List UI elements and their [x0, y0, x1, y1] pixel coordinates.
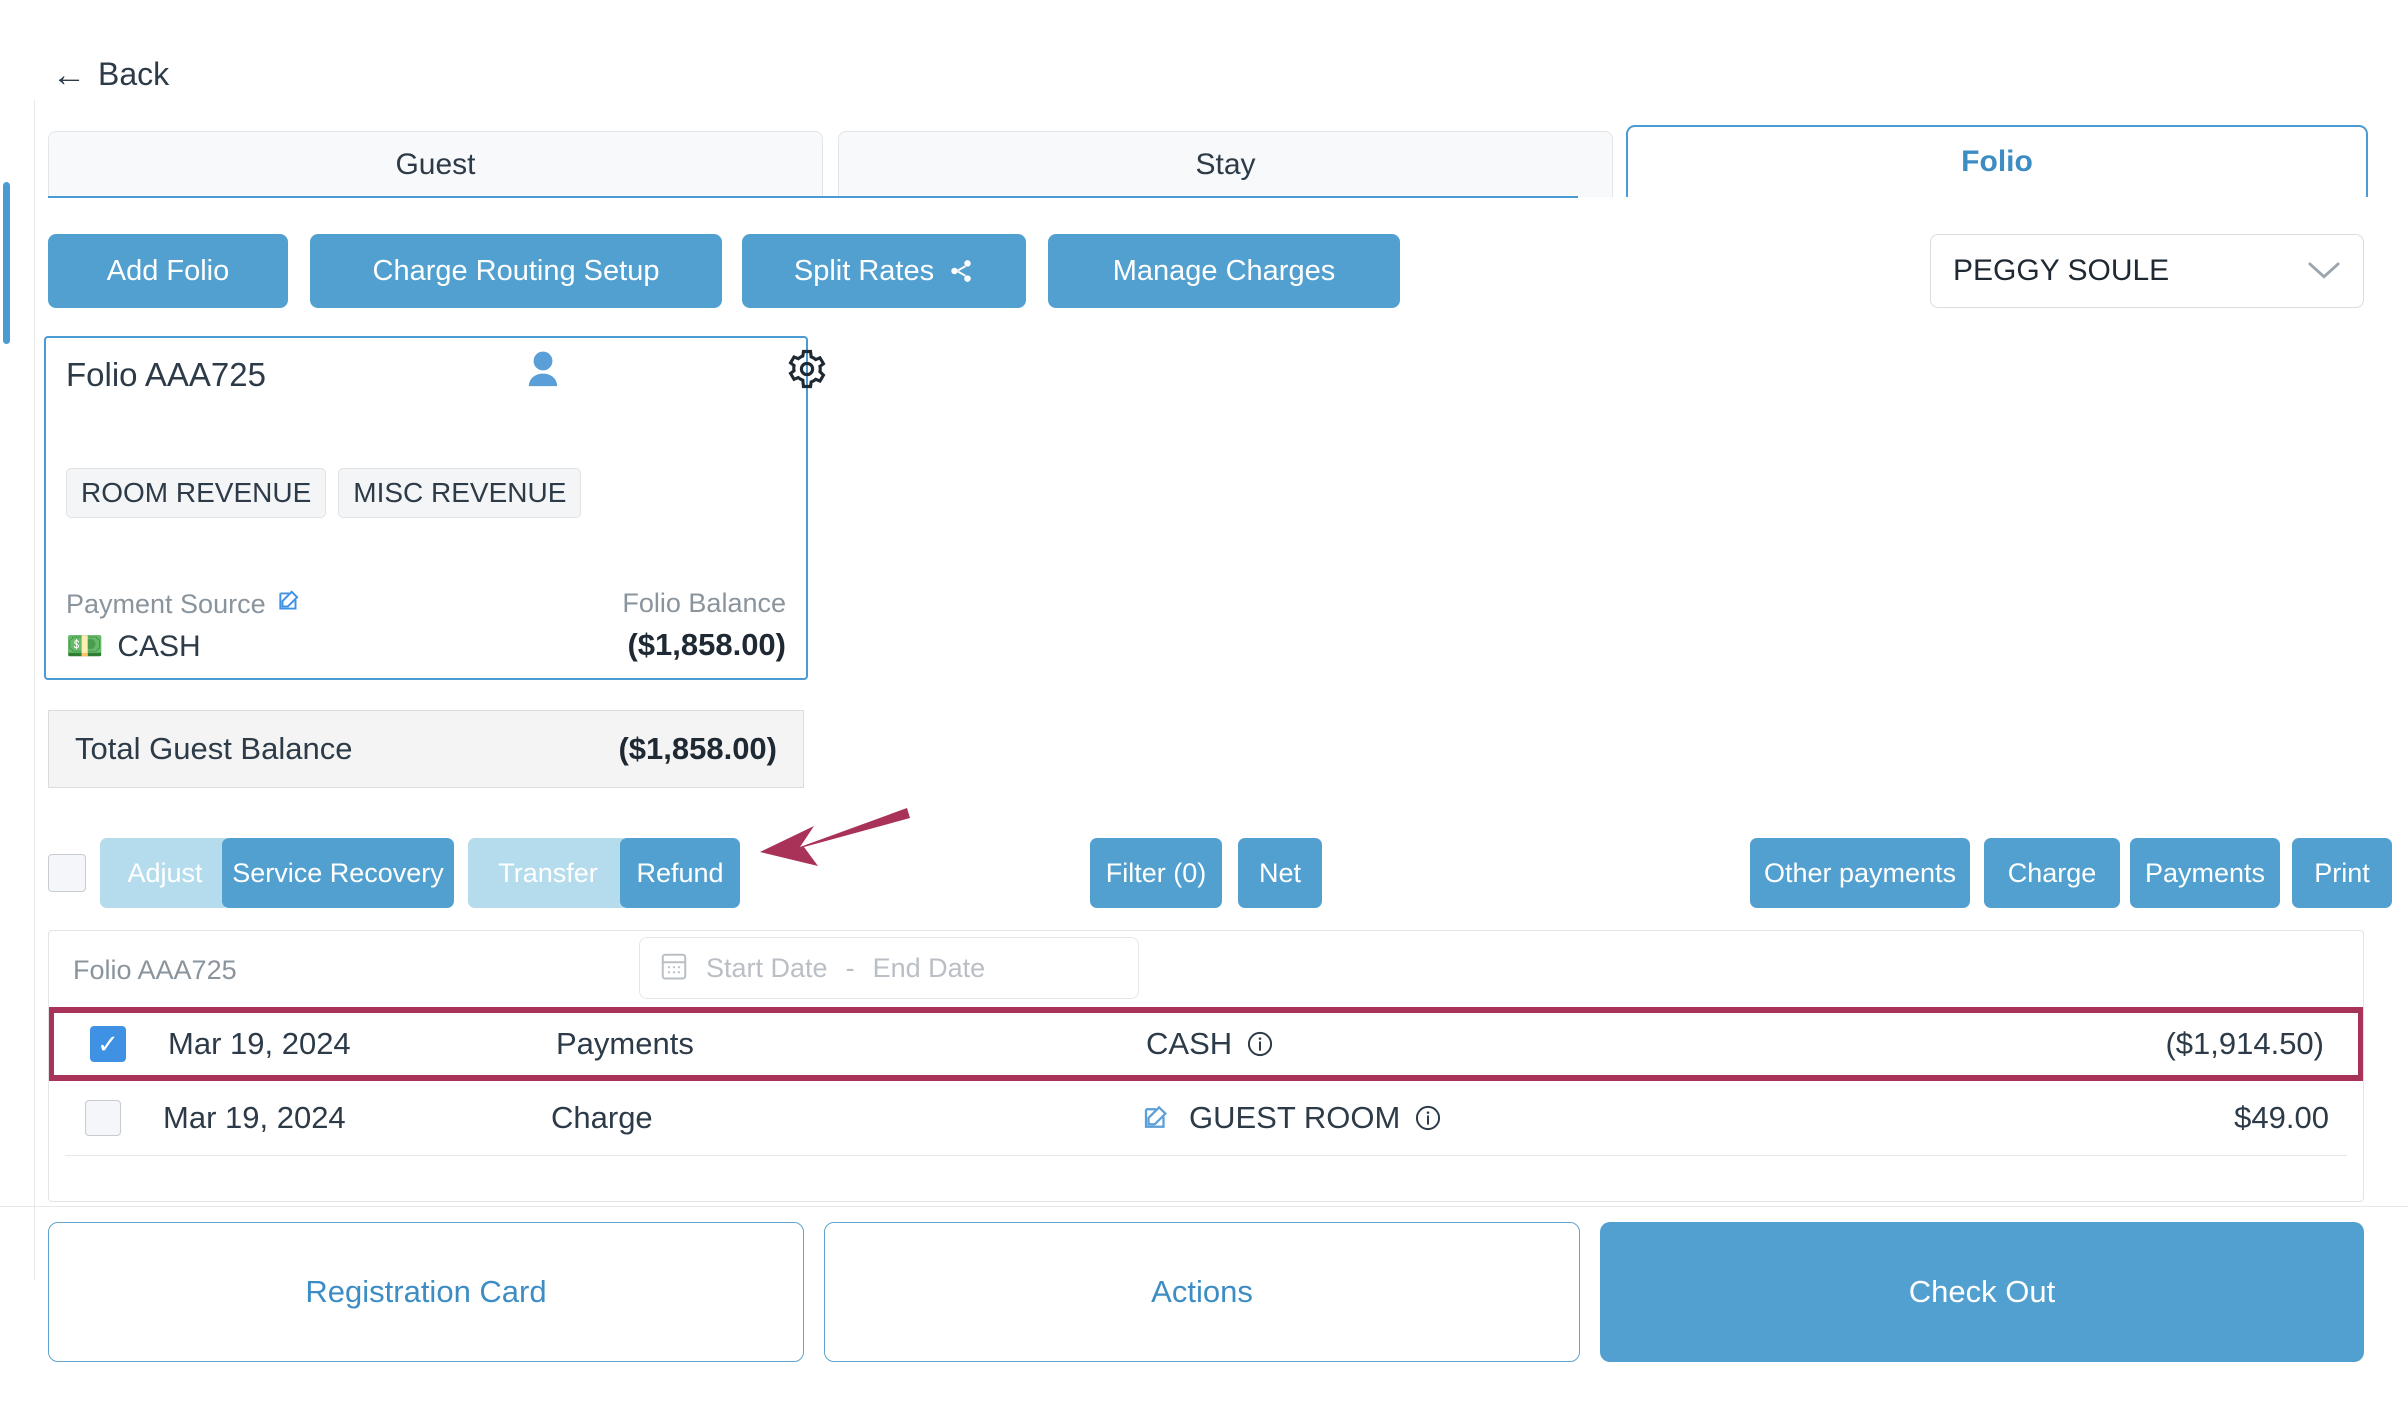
folio-revenue-tags: ROOM REVENUE MISC REVENUE: [66, 468, 582, 518]
row-date: Mar 19, 2024: [168, 1026, 351, 1061]
net-button[interactable]: Net: [1238, 838, 1322, 908]
table-row[interactable]: Mar 19, 2024 Charge GUEST ROOM: [49, 1081, 2363, 1155]
row-checkbox-wrap: [49, 1100, 121, 1136]
payment-source-block: Payment Source 💵 CASH: [66, 588, 302, 664]
total-guest-balance: Total Guest Balance ($1,858.00): [48, 710, 804, 788]
edit-pencil-icon[interactable]: [1141, 1103, 1171, 1133]
folio-card-header: Folio AAA725: [46, 338, 826, 418]
table-header: Folio AAA725 Start Date -: [49, 931, 2363, 1007]
row-date: Mar 19, 2024: [163, 1100, 346, 1135]
date-separator: -: [845, 952, 855, 983]
end-date-input[interactable]: End Date: [872, 952, 986, 983]
chevron-down-icon: [2308, 262, 2340, 279]
row-type: Payments: [556, 1026, 694, 1061]
select-all-checkbox[interactable]: [48, 854, 86, 892]
row-checkbox[interactable]: [90, 1026, 126, 1062]
tab-stay[interactable]: Stay: [838, 131, 1613, 197]
tag-misc-revenue[interactable]: MISC REVENUE: [338, 468, 582, 518]
tab-guest-label: Guest: [395, 147, 476, 181]
left-divider: [34, 100, 35, 1280]
charge-button[interactable]: Charge: [1984, 838, 2120, 908]
tab-folio[interactable]: Folio: [1626, 125, 2368, 197]
payment-source-label-row: Payment Source: [66, 588, 302, 621]
actions-button[interactable]: Actions: [824, 1222, 1580, 1362]
row-source-cell: CASH: [1146, 1026, 1998, 1062]
folio-balance-block: Folio Balance ($1,858.00): [622, 588, 786, 663]
split-rates-label: Split Rates: [793, 254, 935, 287]
split-rates-button[interactable]: Split Rates: [742, 234, 1026, 308]
add-folio-button[interactable]: Add Folio: [48, 234, 288, 308]
row-checkbox-wrap: [54, 1026, 126, 1062]
transfer-button[interactable]: Transfer: [468, 838, 628, 908]
back-label: Back: [98, 56, 170, 92]
payment-source-label: Payment Source: [66, 589, 266, 619]
total-guest-balance-value: ($1,858.00): [618, 731, 777, 766]
back-button[interactable]: ← Back: [52, 56, 169, 93]
table-row[interactable]: Mar 19, 2024 Payments CASH ($1,914.50): [49, 1007, 2363, 1081]
tab-guest[interactable]: Guest: [48, 131, 823, 197]
total-guest-balance-label: Total Guest Balance: [75, 731, 353, 766]
payments-button[interactable]: Payments: [2130, 838, 2280, 908]
folio-card-title: Folio AAA725: [66, 356, 266, 393]
refund-button[interactable]: Refund: [620, 838, 740, 908]
payment-source-value: CASH: [117, 629, 201, 663]
guest-select[interactable]: PEGGY SOULE: [1930, 234, 2364, 308]
gear-icon[interactable]: [786, 348, 828, 395]
other-payments-button[interactable]: Other payments: [1750, 838, 1970, 908]
row-checkbox[interactable]: [85, 1100, 121, 1136]
footer-divider: [0, 1206, 2408, 1207]
charge-routing-setup-button[interactable]: Charge Routing Setup: [310, 234, 722, 308]
info-icon[interactable]: [1246, 1030, 1274, 1058]
share-icon: [951, 260, 971, 282]
transactions-table: Folio AAA725 Start Date -: [48, 930, 2364, 1202]
print-button[interactable]: Print: [2292, 838, 2392, 908]
tab-underline: [48, 196, 1578, 198]
row-amount: ($1,914.50): [2165, 1026, 2324, 1061]
payment-source-value-row: 💵 CASH: [66, 629, 302, 664]
registration-card-button[interactable]: Registration Card: [48, 1222, 804, 1362]
row-divider: [65, 1155, 2347, 1156]
tab-folio-label: Folio: [1961, 145, 2033, 178]
folio-balance-label: Folio Balance: [622, 588, 786, 618]
adjust-button[interactable]: Adjust: [100, 838, 230, 908]
table-folio-label: Folio AAA725: [73, 955, 237, 985]
start-date-input[interactable]: Start Date: [706, 952, 828, 983]
manage-charges-button[interactable]: Manage Charges: [1048, 234, 1400, 308]
tab-stay-label: Stay: [1195, 147, 1256, 181]
row-source: CASH: [1146, 1026, 1233, 1061]
tag-room-revenue[interactable]: ROOM REVENUE: [66, 468, 327, 518]
date-range-filter[interactable]: Start Date - End Date: [639, 937, 1139, 999]
tab-bar: Guest Stay Folio: [48, 125, 2368, 197]
check-out-button[interactable]: Check Out: [1600, 1222, 2364, 1362]
service-recovery-button[interactable]: Service Recovery: [222, 838, 454, 908]
row-type: Charge: [551, 1100, 653, 1135]
transactions-toolbar: Adjust Service Recovery Transfer Refund …: [0, 838, 2408, 908]
calendar-icon: [660, 951, 688, 986]
page-scrollbar[interactable]: [3, 182, 10, 344]
folio-balance-value: ($1,858.00): [627, 627, 786, 662]
person-icon: [524, 350, 562, 399]
row-source: GUEST ROOM: [1189, 1100, 1401, 1135]
money-icon: 💵: [66, 630, 104, 663]
folio-card-footer: Payment Source 💵 CASH Fo: [46, 588, 806, 664]
folio-card: Folio AAA725 ROOM REVENUE MISC REVENUE: [44, 336, 826, 680]
info-icon[interactable]: [1414, 1104, 1442, 1132]
filter-button[interactable]: Filter (0): [1090, 838, 1222, 908]
guest-select-value: PEGGY SOULE: [1953, 254, 2170, 287]
footer-actions: Registration Card Actions Check Out: [0, 1222, 2408, 1362]
row-amount: $49.00: [2234, 1100, 2329, 1135]
arrow-left-icon: ←: [52, 55, 86, 94]
row-source-cell: GUEST ROOM: [1141, 1100, 2003, 1136]
edit-pencil-icon[interactable]: [276, 588, 302, 621]
